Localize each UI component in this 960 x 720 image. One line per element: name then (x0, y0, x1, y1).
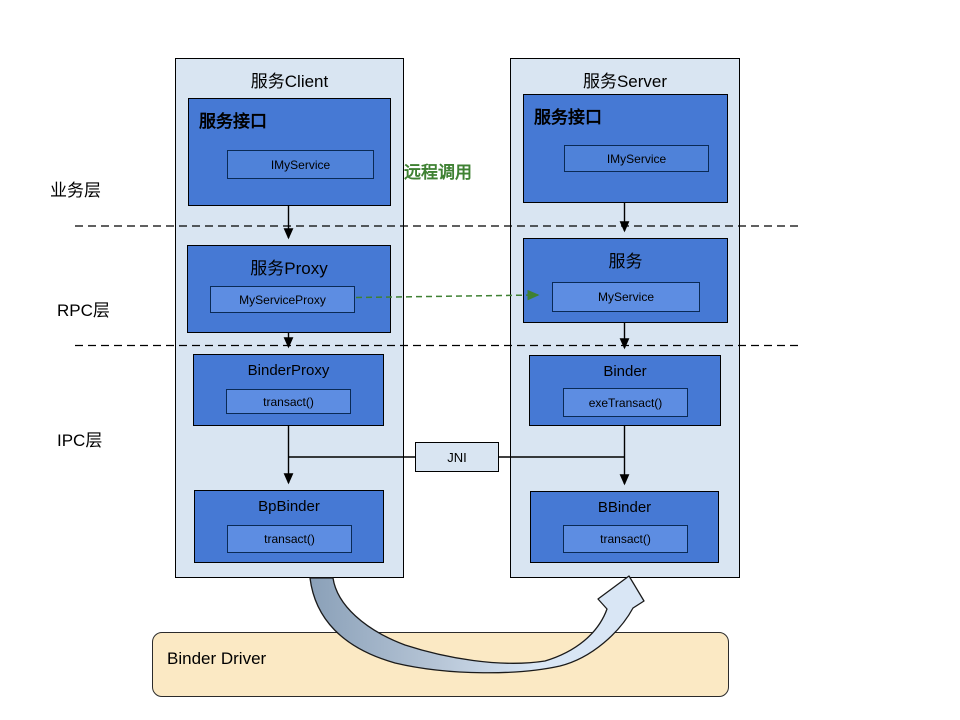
client-proxy-title: 服务Proxy (250, 259, 328, 278)
server-title: 服务Server (582, 72, 668, 91)
client-myserviceproxy-box: MyServiceProxy (210, 286, 355, 313)
client-interface-title: 服务接口 (199, 112, 267, 131)
client-binderproxy-transact-box: transact() (226, 389, 351, 414)
server-myservice-box: MyService (552, 282, 700, 312)
server-binder-box: Binder exeTransact() (529, 355, 721, 426)
server-exetransact-box: exeTransact() (563, 388, 688, 417)
server-service-box: 服务 MyService (523, 238, 728, 323)
layer-label-business: 业务层 (50, 181, 101, 200)
client-interface-box: 服务接口 IMyService (188, 98, 391, 206)
binder-driver-box: Binder Driver (152, 632, 729, 697)
layer-label-rpc: RPC层 (57, 301, 110, 320)
server-bbinder-title: BBinder (597, 499, 652, 516)
client-bpbinder-box: BpBinder transact() (194, 490, 384, 563)
server-interface-title: 服务接口 (534, 108, 602, 127)
binder-driver-label: Binder Driver (167, 649, 267, 668)
client-title: 服务Client (250, 72, 329, 91)
server-container: 服务Server 服务接口 IMyService 服务 MyService Bi… (510, 58, 740, 578)
remote-call-label: 远程调用 (404, 163, 472, 182)
client-container: 服务Client 服务接口 IMyService 服务Proxy MyServi… (175, 58, 404, 578)
client-bpbinder-transact-box: transact() (227, 525, 352, 553)
layer-label-ipc: IPC层 (57, 431, 103, 450)
client-binderproxy-title: BinderProxy (247, 362, 330, 379)
client-binderproxy-box: BinderProxy transact() (193, 354, 384, 426)
server-bbinder-box: BBinder transact() (530, 491, 719, 563)
jni-box: JNI (415, 442, 499, 472)
server-imyservice-box: IMyService (564, 145, 709, 172)
client-proxy-box: 服务Proxy MyServiceProxy (187, 245, 391, 333)
server-service-title: 服务 (608, 252, 643, 271)
client-imyservice-box: IMyService (227, 150, 374, 179)
server-interface-box: 服务接口 IMyService (523, 94, 728, 203)
server-bbinder-transact-box: transact() (563, 525, 688, 553)
server-binder-title: Binder (603, 363, 647, 380)
client-bpbinder-title: BpBinder (258, 498, 320, 515)
